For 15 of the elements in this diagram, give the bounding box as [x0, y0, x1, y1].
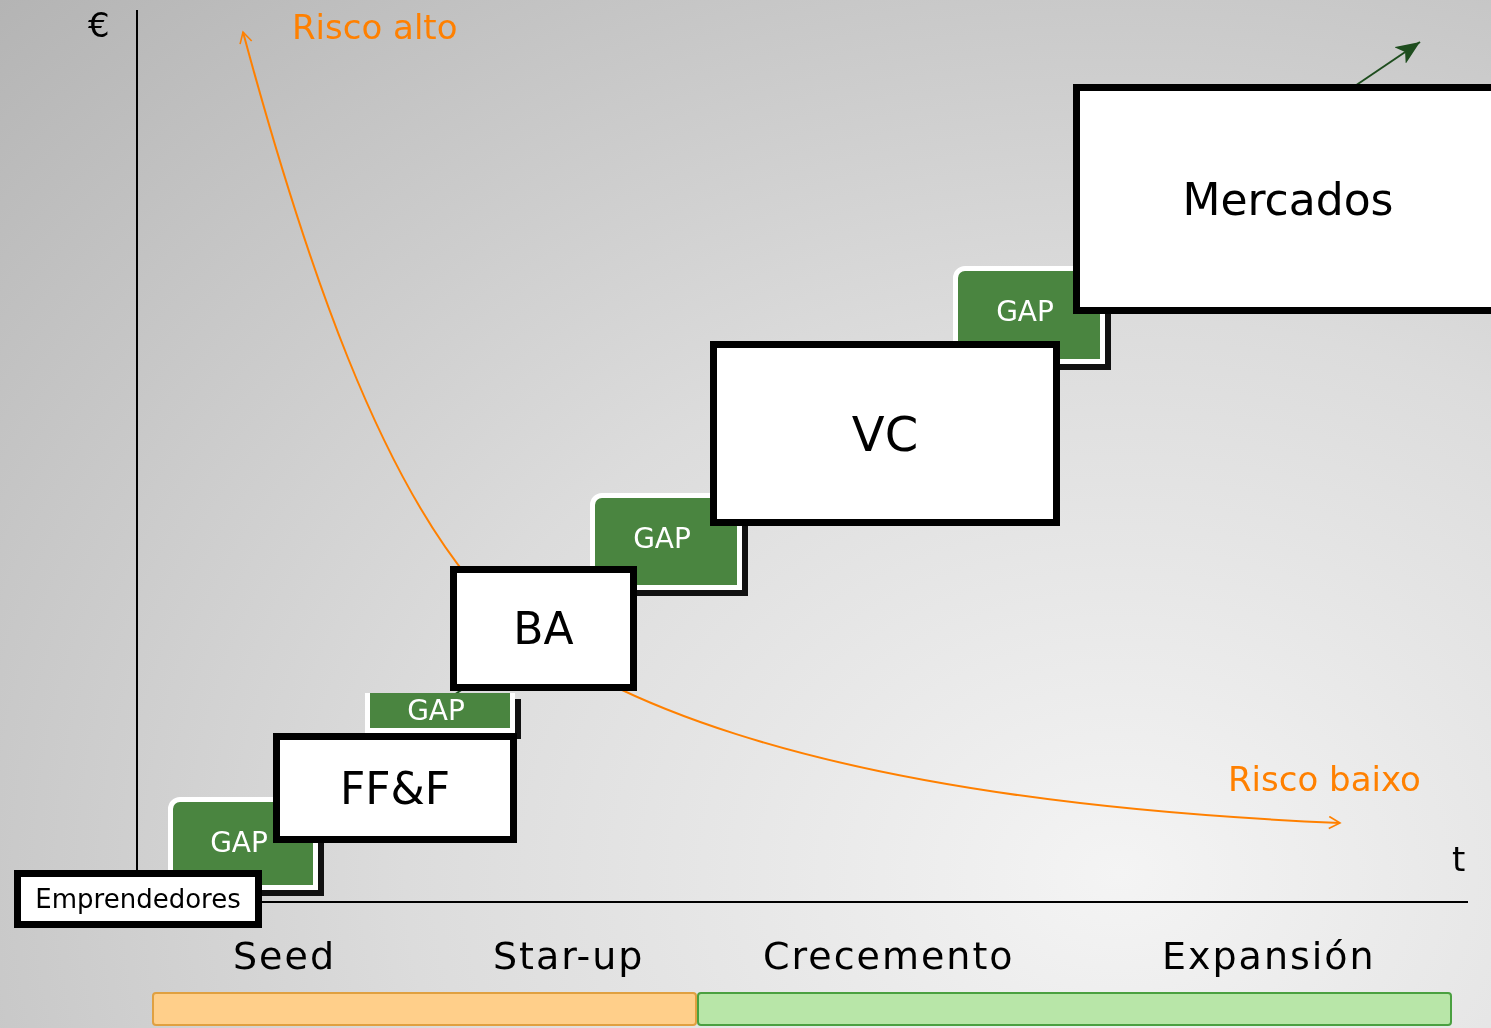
funding-box: Mercados	[1073, 84, 1491, 314]
phase-label: Expansión	[1162, 937, 1376, 975]
funding-box: BA	[450, 566, 637, 691]
axis-label: €	[88, 8, 110, 42]
phase-label: Seed	[233, 937, 336, 975]
phase-bar	[697, 992, 1452, 1026]
phase-label: Crecemento	[763, 937, 1015, 975]
risk-label: Risco alto	[292, 10, 458, 44]
phase-bar	[152, 992, 697, 1026]
risk-label: Risco baixo	[1228, 762, 1421, 796]
phase-label: Star-up	[493, 937, 645, 975]
funding-box: FF&F	[273, 733, 517, 843]
funding-box: VC	[710, 341, 1060, 526]
funding-box: Emprendedores	[14, 870, 262, 928]
axis-label: t	[1452, 842, 1466, 876]
